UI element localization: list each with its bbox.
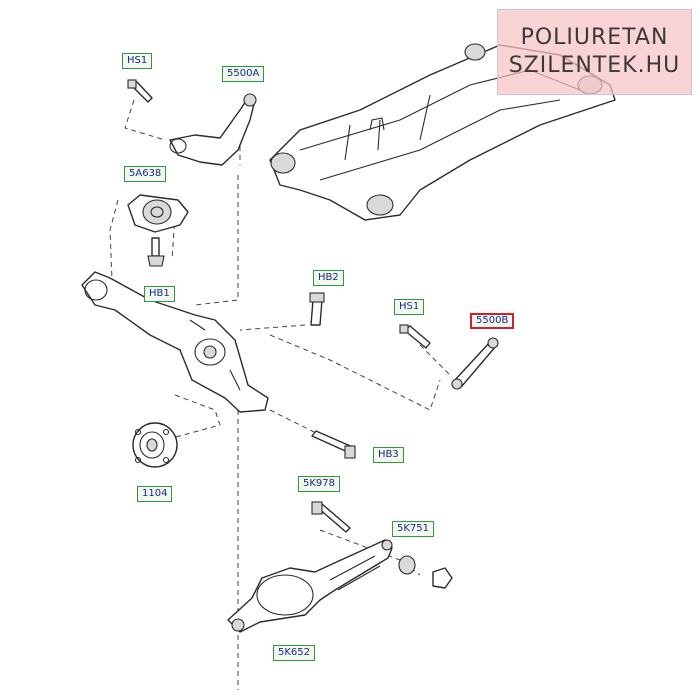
watermark: POLIURETAN SZILENTEK.HU — [497, 9, 692, 95]
bolt-hb2 — [309, 292, 325, 326]
upper-control-arm-5500a — [169, 93, 257, 166]
bolt-hb3 — [311, 430, 356, 459]
callout-hs1-right[interactable]: HS1 — [394, 299, 425, 315]
callout-1104[interactable]: 1104 — [137, 486, 173, 502]
callout-5500a[interactable]: 5500A — [222, 66, 265, 82]
lower-control-arm-5k652 — [227, 539, 393, 633]
bushing-5k751 — [398, 555, 453, 589]
callout-hb3[interactable]: HB3 — [373, 447, 404, 463]
callout-5k652[interactable]: 5K652 — [273, 645, 316, 661]
callout-hb2[interactable]: HB2 — [313, 270, 344, 286]
bolt-hb1 — [147, 237, 165, 267]
wheel-hub-1104 — [132, 422, 178, 468]
bolt-hs1-right — [399, 324, 431, 349]
callout-5500b[interactable]: 5500B — [470, 313, 515, 329]
bolt-hs1-upper — [127, 79, 153, 103]
callout-5k751[interactable]: 5K751 — [392, 521, 435, 537]
callout-hs1-upper[interactable]: HS1 — [122, 53, 153, 69]
lateral-link-5500b — [451, 337, 499, 390]
bushing-bracket-5a638 — [127, 194, 189, 233]
watermark-line-1: POLIURETAN — [520, 25, 669, 50]
knuckle-trailing-arm — [81, 271, 269, 413]
watermark-line-2: SZILENTEK.HU — [508, 53, 681, 78]
callout-5k978[interactable]: 5K978 — [298, 476, 341, 492]
bolt-5k978 — [311, 501, 351, 533]
callout-hb1[interactable]: HB1 — [144, 286, 175, 302]
callout-5a638[interactable]: 5A638 — [124, 166, 167, 182]
leader-lines — [109, 99, 451, 690]
